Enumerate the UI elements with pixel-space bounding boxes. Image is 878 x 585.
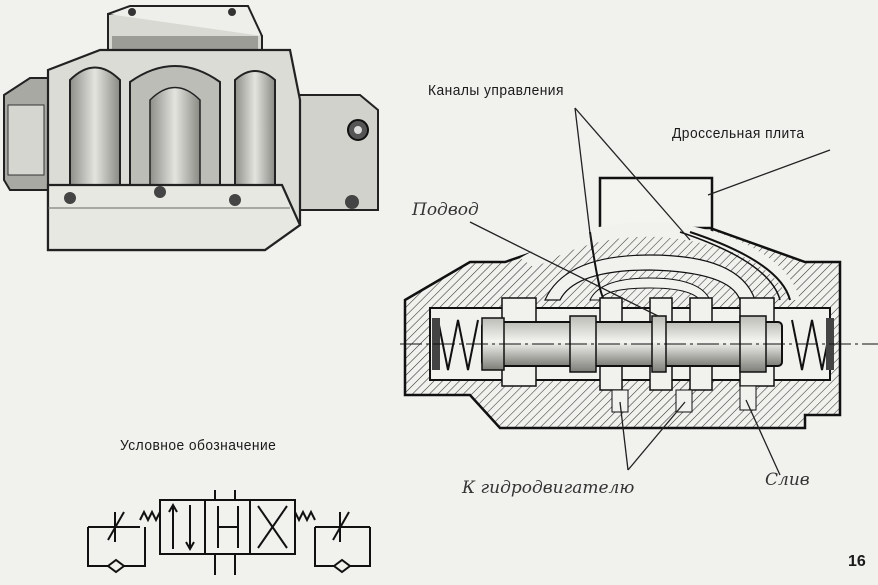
leader-lines [469,107,831,476]
drain-label: Слив [765,470,810,490]
valve-cross-section-icon [400,176,878,430]
page-number: 16 [848,553,866,570]
symbol-title: Условное обозначение [120,437,277,454]
supply-label: Подвод [412,200,479,220]
throttle-plate-label: Дроссельная плита [672,125,805,142]
control-channels-label: Каналы управления [428,82,564,99]
to-motor-label: К гидродвигателю [462,478,635,498]
valve-block-photo-icon [3,5,379,252]
hydraulic-symbol-icon [87,490,371,575]
